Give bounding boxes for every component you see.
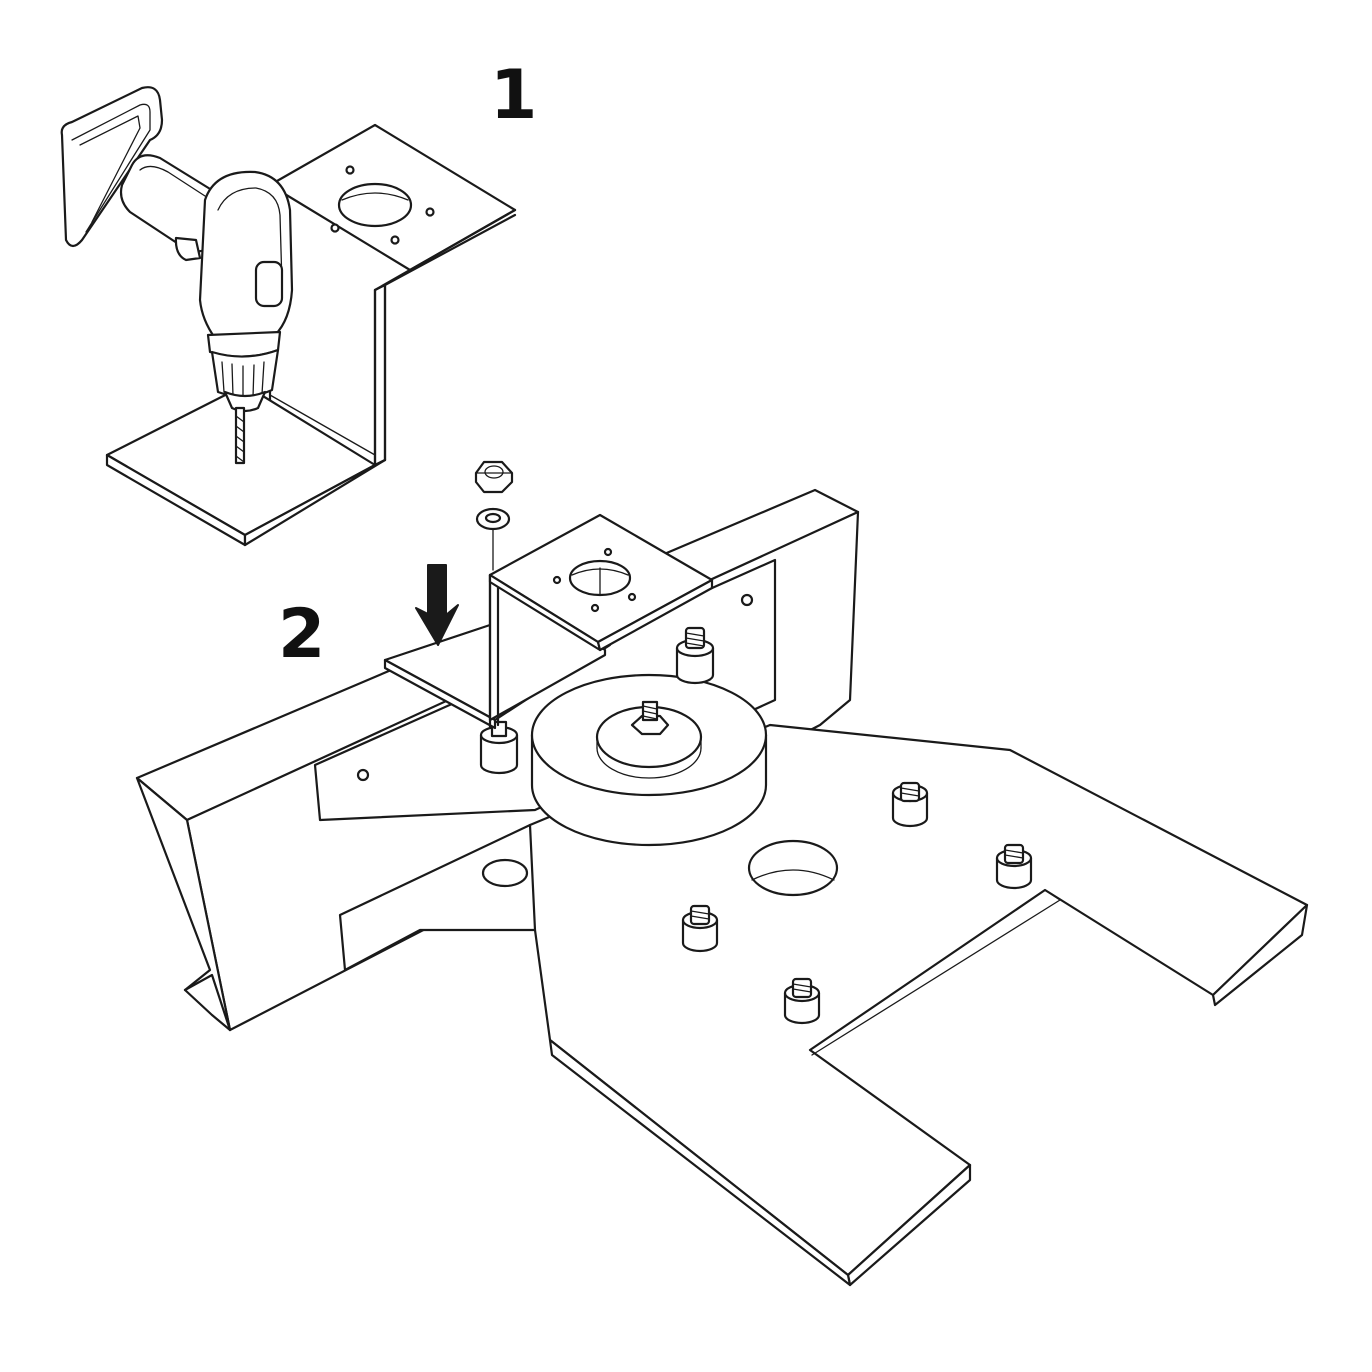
power-drill-icon [60,86,294,465]
step-1-illustration: 1 [60,56,537,547]
fastener-stack [474,460,514,571]
stud [783,977,821,1025]
stud [995,843,1033,890]
stud [479,720,519,775]
hex-nut-icon [474,460,514,494]
down-arrow-icon [415,564,459,646]
base-plate [528,723,1309,1287]
step-2-illustration: 2 [135,460,1309,1287]
step-1-number: 1 [490,56,537,135]
stud [681,904,719,953]
washer-icon [475,507,511,531]
stud [891,781,929,828]
studs [479,626,1033,1025]
z-bracket-placed [383,513,714,730]
step-2-number: 2 [278,595,325,674]
turntable-disk [530,673,768,847]
stud [675,626,715,685]
